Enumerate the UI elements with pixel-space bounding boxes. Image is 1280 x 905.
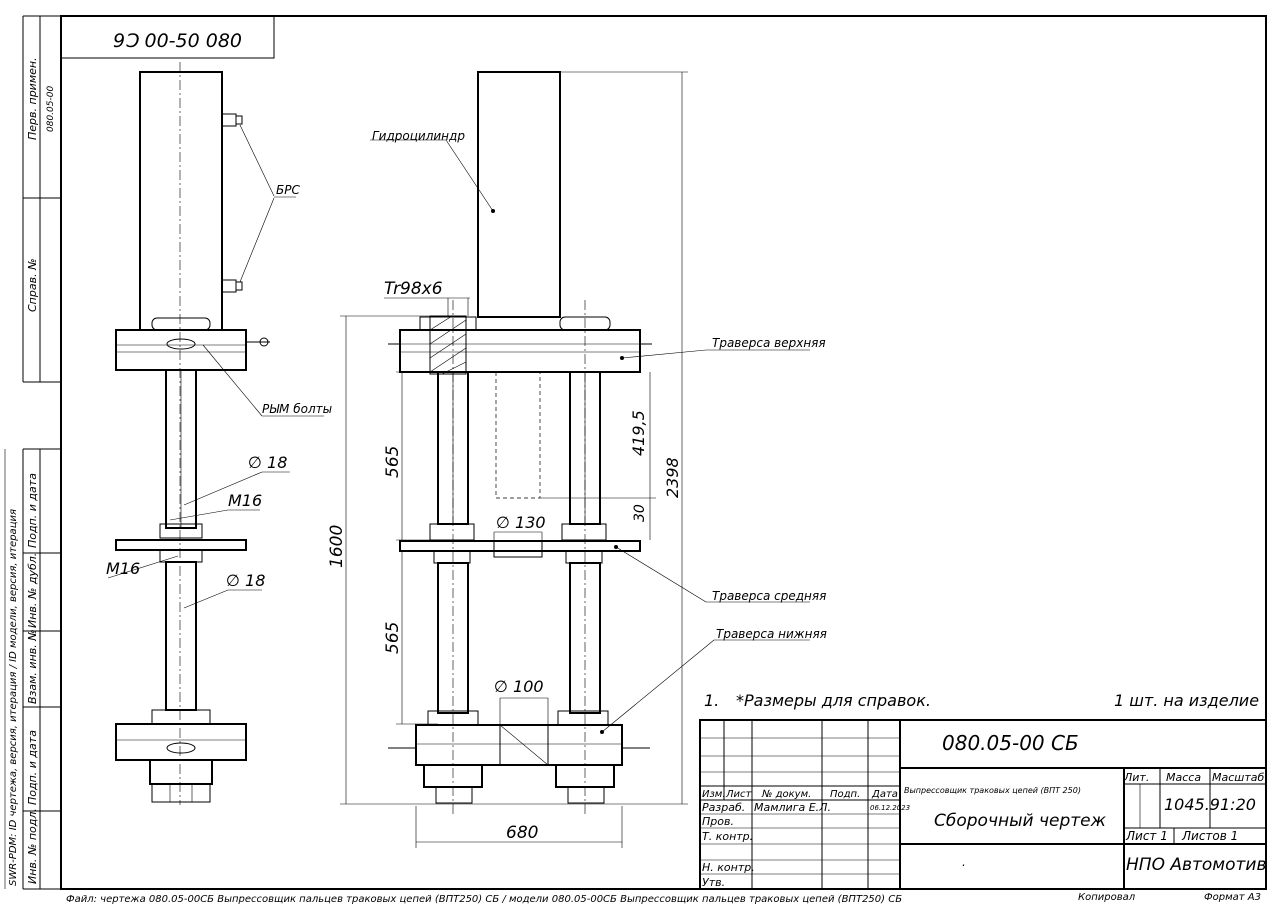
label-gidrocilindr: Гидроцилиндр bbox=[372, 129, 465, 143]
utv-label: Утв. bbox=[702, 876, 725, 889]
label-m16-left: M16 bbox=[106, 559, 140, 578]
footer-file: Файл: чертежа 080.05-00СБ Выпрессовщик п… bbox=[66, 894, 902, 905]
doc-type: Сборочный чертеж bbox=[934, 811, 1107, 831]
perv-primen-value: 080.05-00 bbox=[46, 86, 56, 132]
product-name: Выпрессовщик траковых цепей (ВПТ 250) bbox=[904, 786, 1081, 795]
label-d100: ∅ 100 bbox=[494, 677, 544, 696]
list-number: Лист 1 bbox=[1125, 829, 1168, 843]
listov-count: Листов 1 bbox=[1181, 829, 1238, 843]
note-1-num: 1. bbox=[704, 691, 719, 710]
razrab-label: Разраб. bbox=[702, 801, 745, 814]
perv-primen-label: Перв. примен. bbox=[26, 57, 39, 140]
lit-header: Лит. bbox=[1123, 771, 1149, 784]
col-data: Дата bbox=[871, 789, 898, 800]
organization: НПО Автомотив bbox=[1126, 855, 1267, 875]
tkontr-label: Т. контр. bbox=[702, 830, 753, 843]
massa-value: 1045.9 bbox=[1164, 795, 1220, 814]
prov-label: Пров. bbox=[702, 815, 734, 828]
dim-1600: 1600 bbox=[327, 525, 347, 568]
podp-data-label-1: Подп. и дата bbox=[26, 730, 39, 805]
label-m16-top: M16 bbox=[228, 491, 262, 510]
drawing-frame bbox=[60, 15, 1267, 890]
col-podp: Подп. bbox=[830, 789, 860, 800]
dim-419: 419,5 bbox=[629, 410, 648, 456]
title-block bbox=[699, 719, 1267, 890]
label-d18-bottom: ∅ 18 bbox=[226, 571, 265, 590]
masshtab-value: 1:20 bbox=[1220, 795, 1256, 814]
razrab-name: Мамлига Е.Л. bbox=[754, 801, 831, 814]
col-ndok: № докум. bbox=[761, 789, 811, 800]
footer-kopiroval: Копировал bbox=[1078, 892, 1136, 903]
masshtab-header: Масштаб bbox=[1212, 771, 1264, 784]
label-traversa-nizh: Траверса нижняя bbox=[716, 627, 827, 641]
label-traversa-verh: Траверса верхняя bbox=[712, 336, 826, 350]
pdm-meta: SWR-PDM: ID чертежа, версия, итерация / … bbox=[8, 509, 19, 886]
col-list: Лист bbox=[725, 789, 753, 800]
nkontr-label: Н. контр. bbox=[702, 861, 755, 874]
dim-680: 680 bbox=[506, 823, 538, 843]
sprav-label: Справ. № bbox=[26, 258, 39, 312]
dim-565-bottom: 565 bbox=[383, 622, 403, 654]
inv-dubl-label: Инв. № дубл. bbox=[26, 553, 39, 628]
inv-podl-label: Инв. № подл. bbox=[26, 808, 39, 884]
label-rym-bolty: РЫМ болты bbox=[262, 402, 332, 416]
label-d18-top: ∅ 18 bbox=[248, 453, 287, 472]
qty-note: 1 шт. на изделие bbox=[1114, 691, 1259, 710]
razrab-date: 06.12.2023 bbox=[870, 804, 910, 812]
top-stamp: 9Ɔ 00-50 080 bbox=[113, 30, 242, 52]
side-strip bbox=[4, 15, 61, 890]
podp-data-label-2: Подп. и дата bbox=[26, 473, 39, 548]
col-izm: Изм. bbox=[702, 789, 726, 800]
label-d130: ∅ 130 bbox=[496, 513, 546, 532]
dim-30: 30 bbox=[632, 504, 648, 522]
title-dot: . bbox=[962, 855, 966, 869]
left-view bbox=[107, 62, 324, 805]
footer-format: Формат А3 bbox=[1204, 892, 1261, 903]
massa-header: Масса bbox=[1166, 771, 1201, 784]
top-stamp-box bbox=[60, 15, 275, 59]
right-view bbox=[340, 71, 810, 848]
dim-2398: 2398 bbox=[663, 457, 682, 498]
label-brs: БРС bbox=[276, 183, 300, 197]
label-traversa-sred: Траверса средняя bbox=[712, 589, 826, 603]
designation: 080.05-00 СБ bbox=[942, 731, 1079, 755]
label-tr98: Tr98x6 bbox=[384, 279, 443, 299]
dim-565-top: 565 bbox=[383, 446, 403, 478]
note-1-text: *Размеры для справок. bbox=[736, 691, 931, 710]
vzam-inv-label: Взам. инв. № bbox=[26, 629, 39, 704]
